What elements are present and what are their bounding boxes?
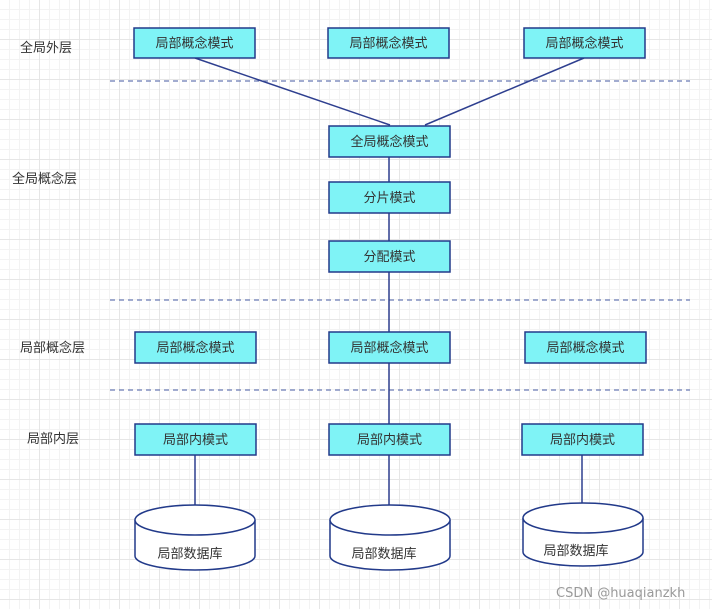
local-database-2: 局部数据库 [329, 504, 451, 571]
global-conceptual-schema: 全局概念模式 [328, 125, 451, 158]
svg-text:局部概念模式: 局部概念模式 [156, 340, 234, 356]
svg-text:局部内模式: 局部内模式 [550, 432, 615, 448]
local-database-1: 局部数据库 [134, 504, 256, 571]
local-conceptual-schema-3: 局部概念模式 [524, 331, 647, 364]
svg-text:局部内模式: 局部内模式 [163, 432, 228, 448]
svg-text:全局概念模式: 全局概念模式 [350, 134, 428, 150]
layer-label-global-external: 全局外层 [20, 40, 72, 56]
local-internal-schema-2: 局部内模式 [328, 423, 451, 456]
external-schema-1: 局部概念模式 [133, 27, 256, 59]
local-internal-schema-1: 局部内模式 [134, 423, 257, 456]
layer-label-local-internal: 局部内层 [27, 431, 79, 447]
local-conceptual-schema-2: 局部概念模式 [328, 331, 451, 364]
local-internal-schema-3: 局部内模式 [521, 423, 644, 456]
svg-text:局部概念模式: 局部概念模式 [545, 36, 623, 52]
svg-text:局部数据库: 局部数据库 [157, 546, 222, 562]
layer-label-local-conceptual: 局部概念层 [20, 340, 85, 356]
svg-text:局部概念模式: 局部概念模式 [349, 36, 427, 52]
svg-text:局部概念模式: 局部概念模式 [155, 36, 233, 52]
connector-ext1-global [194, 57, 391, 126]
svg-text:分配模式: 分配模式 [363, 250, 415, 265]
watermark: CSDN @huaqianzkh [556, 586, 685, 601]
external-schema-3: 局部概念模式 [523, 27, 646, 59]
svg-text:局部概念模式: 局部概念模式 [546, 340, 624, 356]
svg-text:分片模式: 分片模式 [363, 191, 415, 206]
svg-text:局部数据库: 局部数据库 [543, 543, 608, 559]
connector-ext3-global [424, 57, 585, 126]
fragment-schema: 分片模式 [328, 181, 451, 214]
svg-text:局部内模式: 局部内模式 [357, 432, 422, 448]
local-database-3: 局部数据库 [522, 502, 644, 567]
svg-text:局部概念模式: 局部概念模式 [350, 340, 428, 356]
svg-text:局部数据库: 局部数据库 [351, 546, 416, 562]
local-conceptual-schema-1: 局部概念模式 [134, 331, 257, 364]
external-schema-2: 局部概念模式 [327, 27, 450, 59]
layer-label-global-conceptual: 全局概念层 [12, 171, 77, 187]
allocation-schema: 分配模式 [328, 240, 451, 273]
